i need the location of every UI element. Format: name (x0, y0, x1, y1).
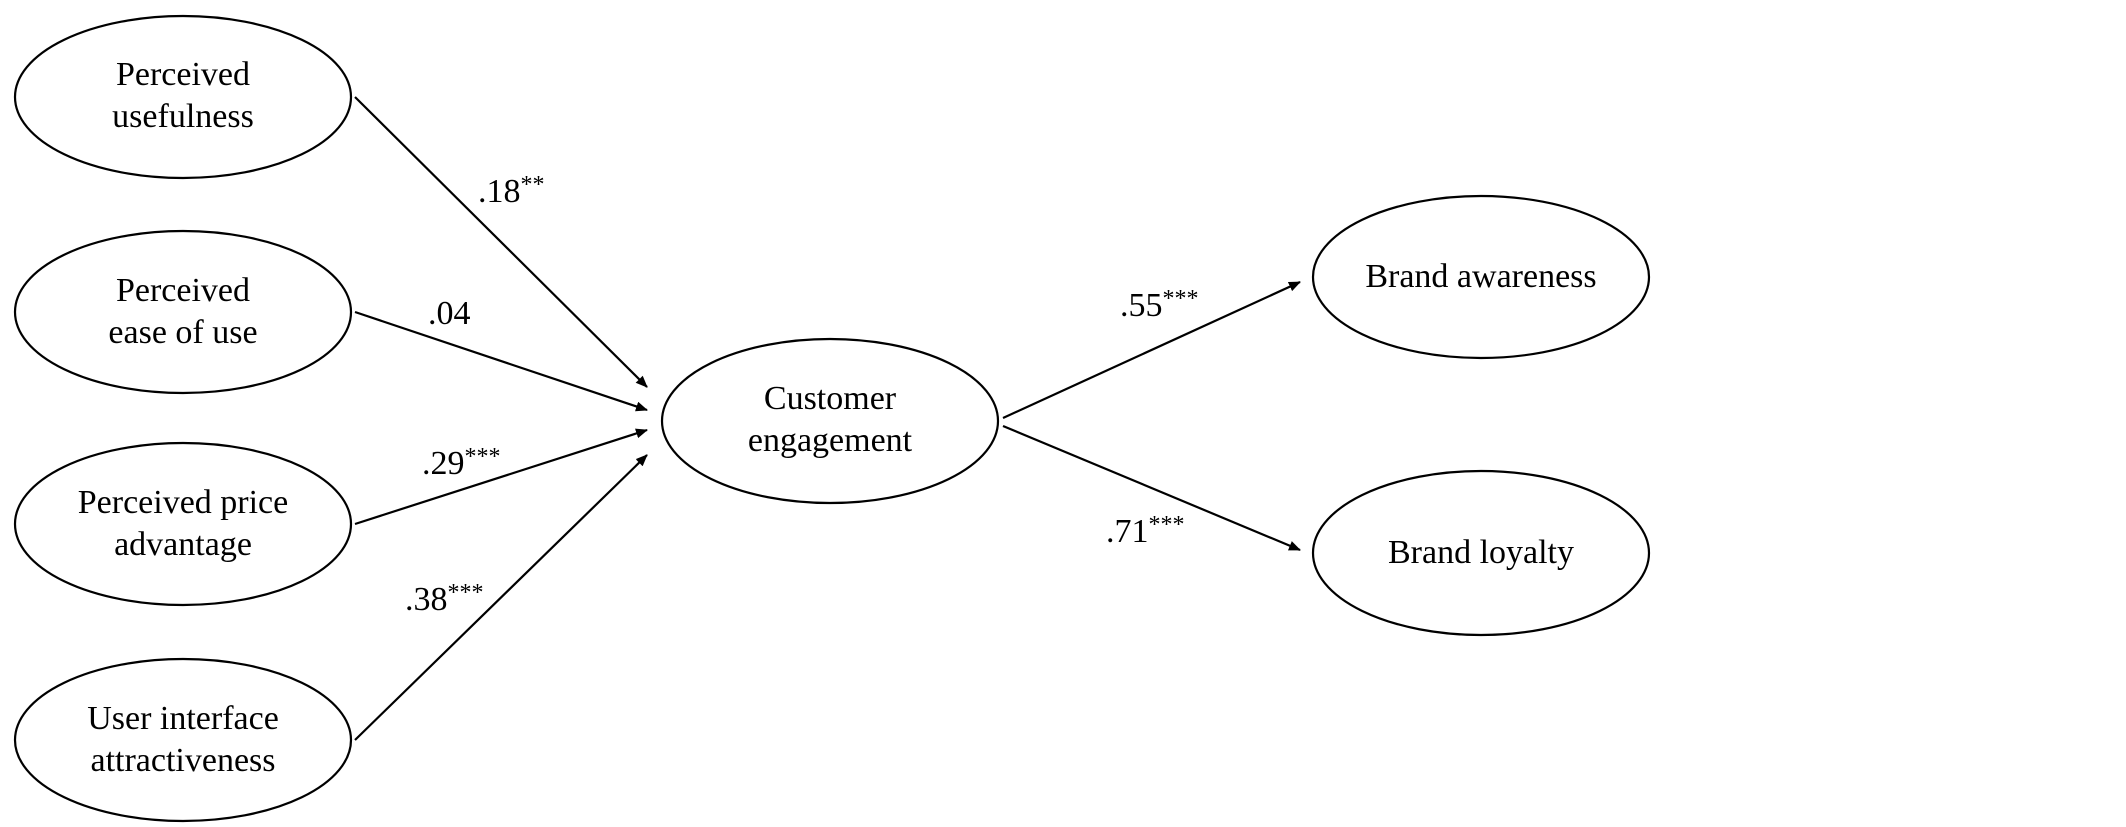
node-label-line-2: advantage (114, 526, 252, 563)
path-coefficient-label: .55*** (1120, 286, 1199, 324)
node-perceived-ease-of-use: Perceived ease of use (13, 229, 353, 395)
path-coefficient-label: .71*** (1106, 512, 1185, 550)
path-coefficient-label: .38*** (405, 580, 484, 618)
path-price-to-engagement (354, 428, 648, 526)
node-label-line-2: usefulness (112, 98, 254, 135)
path-usefulness-to-engagement (354, 96, 648, 388)
node-label-line-2: ease of use (108, 314, 257, 351)
node-label-line-1: Perceived (116, 272, 250, 309)
node-perceived-price-advantage: Perceived price advantage (13, 441, 353, 607)
node-label-line-1: Perceived (116, 56, 250, 93)
path-interface-to-engagement (354, 454, 648, 741)
node-label-line-1: Customer (764, 380, 897, 417)
path-coefficient-label: .29*** (422, 444, 501, 482)
node-label-line-2: attractiveness (90, 742, 275, 779)
node-user-interface-attractiveness: User interface attractiveness (13, 657, 353, 823)
path-coefficient-label: .04 (428, 295, 471, 332)
path-engagement-to-loyalty (1002, 424, 1301, 552)
node-label-line-2: engagement (748, 422, 913, 459)
node-label-line-1: Brand awareness (1365, 258, 1596, 295)
node-label-line-1: Perceived price (78, 484, 289, 521)
node-label-line-1: Brand loyalty (1388, 534, 1574, 571)
path-engagement-to-awareness (1002, 280, 1301, 420)
path-ease-to-engagement (354, 310, 648, 412)
node-customer-engagement: Customer engagement (660, 337, 1000, 505)
node-brand-loyalty: Brand loyalty (1311, 469, 1651, 637)
node-perceived-usefulness: Perceived usefulness (13, 14, 353, 180)
path-coefficient-label: .18** (478, 172, 545, 210)
node-brand-awareness: Brand awareness (1311, 194, 1651, 360)
node-label-line-1: User interface (87, 700, 279, 737)
